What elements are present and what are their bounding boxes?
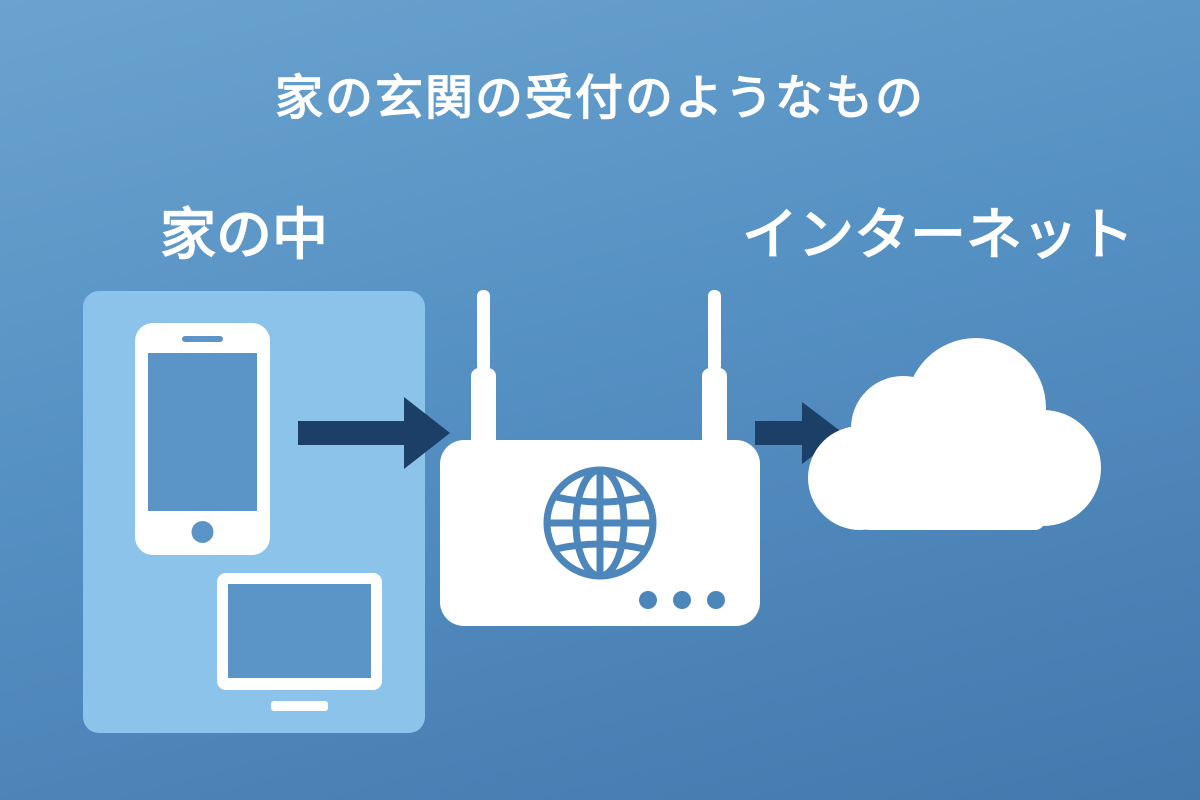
home-label: 家の中: [160, 203, 328, 268]
globe-icon: [543, 466, 657, 580]
monitor-icon: [217, 573, 382, 711]
diagram-title: 家の玄関の受付のようなもの: [274, 70, 925, 126]
cloud-icon: [808, 338, 1101, 530]
smartphone-icon: [135, 323, 270, 555]
arrow-home-to-router: [298, 397, 450, 469]
internet-label: インターネット: [742, 203, 1134, 268]
